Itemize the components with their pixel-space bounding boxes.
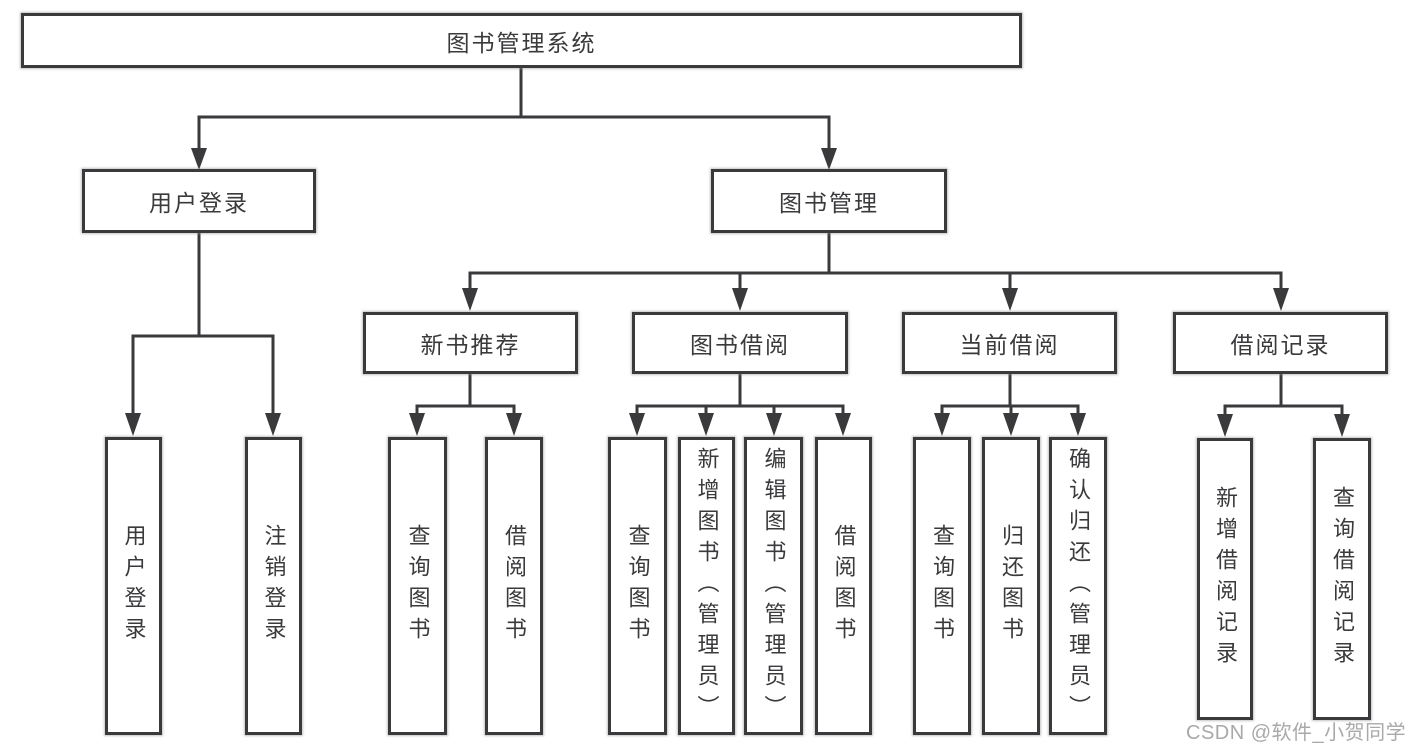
node-current-borrow: 当前借阅 xyxy=(902,312,1117,374)
connector-borrow-records-to-leaves xyxy=(1217,374,1350,437)
node-leaf-add-borrow-record: 新增借阅记录 xyxy=(1197,438,1253,720)
node-label: 归还图书 xyxy=(999,524,1024,648)
node-label: 新增借阅记录 xyxy=(1213,486,1238,672)
node-label: 查询图书 xyxy=(930,524,955,648)
node-leaf-query-book-borrow: 查询图书 xyxy=(608,437,667,735)
node-label: 图书管理系统 xyxy=(446,29,597,56)
node-label: 确认归还（管理员） xyxy=(1066,446,1091,726)
node-leaf-query-borrow-record: 查询借阅记录 xyxy=(1313,438,1371,720)
node-label: 借阅图书 xyxy=(831,524,857,648)
node-book-borrow: 图书借阅 xyxy=(632,312,848,374)
node-leaf-logout: 注销登录 xyxy=(245,437,302,735)
connector-root-to-level2 xyxy=(191,68,837,170)
connector-current-borrow-to-leaves xyxy=(934,374,1086,436)
node-leaf-edit-book: 编辑图书（管理员） xyxy=(744,437,803,735)
node-label: 编辑图书（管理员） xyxy=(761,446,787,726)
node-label: 用户登录 xyxy=(149,190,249,216)
node-label: 当前借阅 xyxy=(959,332,1060,358)
node-label: 借阅图书 xyxy=(502,524,527,648)
node-label: 查询图书 xyxy=(625,524,651,648)
node-leaf-return-book: 归还图书 xyxy=(982,437,1040,735)
node-label: 用户登录 xyxy=(121,524,147,648)
node-leaf-query-book-current: 查询图书 xyxy=(913,437,971,735)
connector-new-book-recommend-to-leaves xyxy=(409,374,522,436)
watermark: CSDN @软件_小贺同学 xyxy=(1186,722,1405,744)
node-root: 图书管理系统 xyxy=(21,13,1022,68)
node-label: 图书管理 xyxy=(779,190,879,216)
node-leaf-query-book-recommend: 查询图书 xyxy=(388,437,447,735)
node-label: 查询图书 xyxy=(405,524,431,648)
node-label: 图书借阅 xyxy=(690,332,790,358)
node-leaf-confirm-return: 确认归还（管理员） xyxy=(1049,437,1107,735)
node-label: 借阅记录 xyxy=(1230,332,1331,358)
node-user-login: 用户登录 xyxy=(82,169,316,233)
node-leaf-borrow-book: 借阅图书 xyxy=(815,437,872,735)
node-leaf-user-login: 用户登录 xyxy=(105,437,162,735)
node-label: 新书推荐 xyxy=(420,332,521,358)
connector-book-management-to-level3 xyxy=(462,233,1289,311)
connector-book-borrow-to-leaves xyxy=(629,374,851,436)
node-label: 注销登录 xyxy=(261,524,287,648)
node-new-book-recommend: 新书推荐 xyxy=(363,312,578,374)
node-book-management: 图书管理 xyxy=(711,169,947,233)
connector-user-login-to-leaves xyxy=(125,233,281,436)
node-borrow-records: 借阅记录 xyxy=(1173,312,1388,374)
node-label: 查询借阅记录 xyxy=(1330,486,1355,672)
node-label: 新增图书（管理员） xyxy=(694,446,720,726)
node-leaf-add-book: 新增图书（管理员） xyxy=(678,437,735,735)
node-leaf-borrow-book-recommend: 借阅图书 xyxy=(485,437,543,735)
